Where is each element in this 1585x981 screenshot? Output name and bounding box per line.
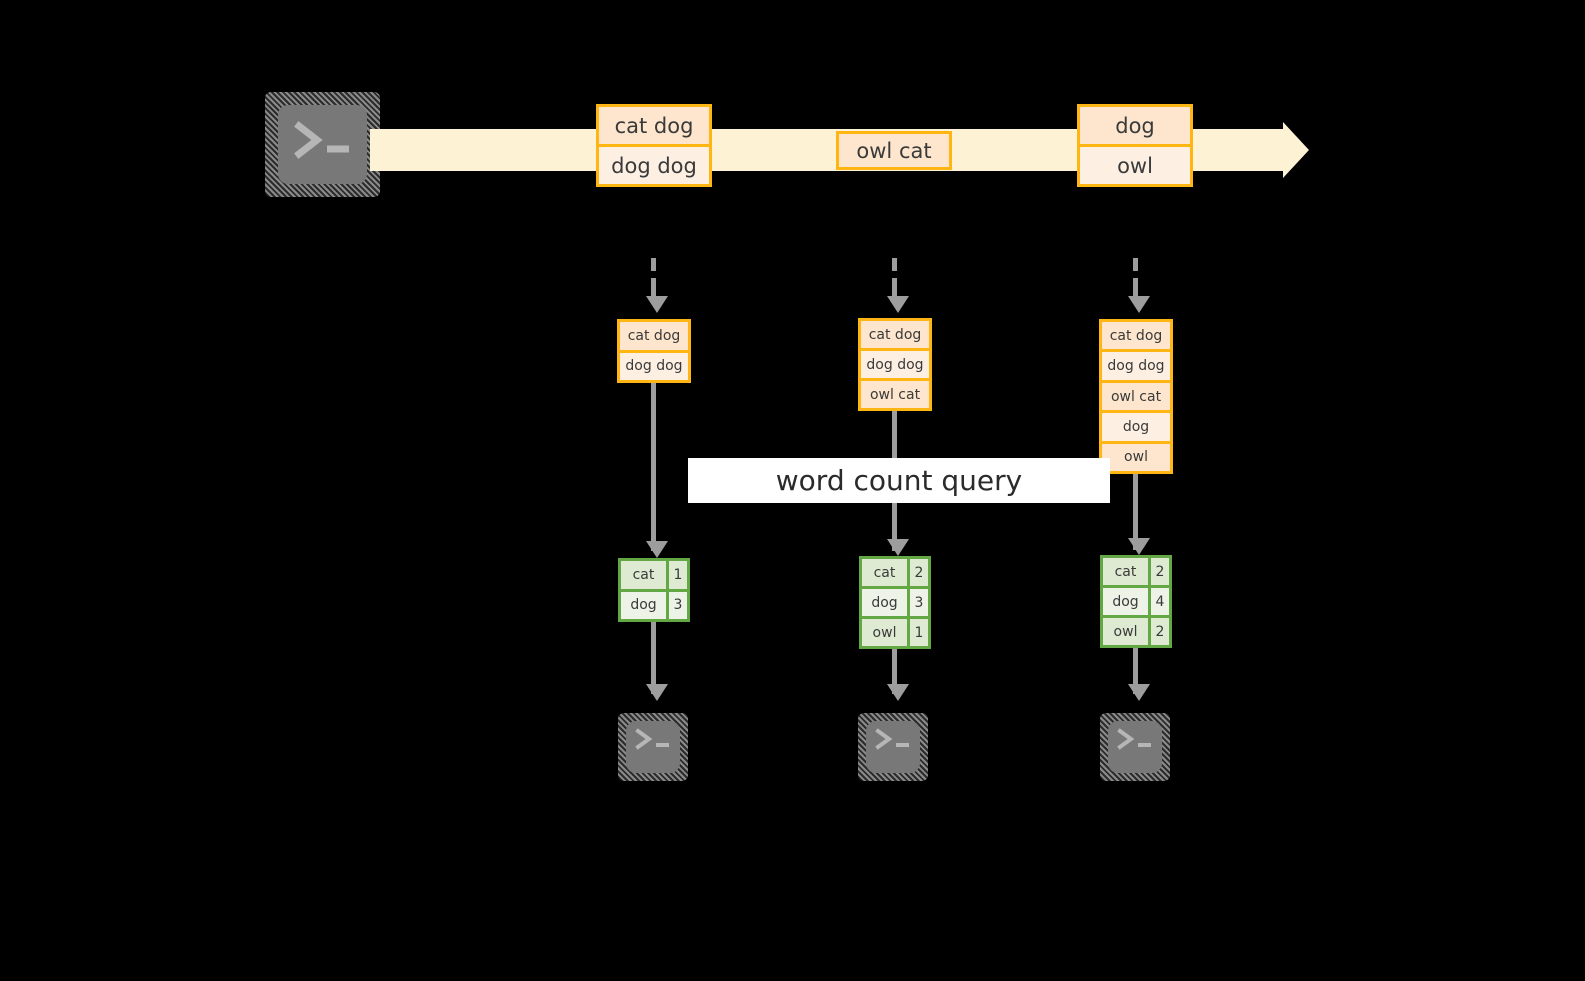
- snapshot-2-accumulated-table[interactable]: cat dog dog dog owl cat: [858, 318, 932, 411]
- terminal-screen: [866, 721, 920, 773]
- snapshot-3-query-arrowhead: [1128, 538, 1150, 555]
- stream-record-line: dog: [1115, 113, 1155, 138]
- result-word: cat: [862, 559, 910, 586]
- result-count: 2: [1155, 623, 1165, 640]
- result-count: 4: [1151, 588, 1169, 615]
- terminal-screen: [626, 721, 680, 773]
- snapshot-1-sink-terminal-icon[interactable]: [618, 713, 688, 781]
- stream-record-line: cat dog: [614, 113, 694, 138]
- snapshot-1-query-connector: [651, 383, 656, 551]
- result-word: owl: [862, 619, 910, 646]
- accumulated-row: dog dog: [861, 348, 929, 378]
- stream-record-line: owl: [1080, 144, 1190, 184]
- result-word: dog: [621, 591, 669, 619]
- result-row: cat 2: [862, 559, 928, 586]
- snapshot-3-sink-terminal-icon[interactable]: [1100, 713, 1170, 781]
- stream-record-line: owl cat: [856, 138, 932, 163]
- terminal-screen: [1108, 721, 1162, 773]
- result-row: owl 2: [1103, 615, 1169, 645]
- result-count: 1: [914, 624, 924, 641]
- result-word: owl: [1103, 618, 1151, 645]
- accumulated-row: cat dog: [868, 326, 922, 343]
- stream-record-1[interactable]: cat dog dog dog: [596, 104, 712, 187]
- result-word: cat: [621, 561, 669, 589]
- stream-tap-arrowhead-3: [1128, 296, 1150, 313]
- snapshot-1-sink-arrowhead: [646, 684, 668, 701]
- accumulated-row: owl cat: [861, 378, 929, 408]
- result-count: 2: [914, 564, 924, 581]
- result-row: cat 2: [1103, 558, 1169, 585]
- stream-tap-connector-2: [892, 258, 897, 298]
- accumulated-row: dog: [1102, 410, 1170, 441]
- stream-record-2[interactable]: owl cat: [836, 131, 952, 170]
- result-row: owl 1: [862, 616, 928, 646]
- query-label-band: word count query: [688, 458, 1110, 503]
- result-row: cat 1: [621, 561, 687, 589]
- input-stream-arrowhead: [1283, 122, 1309, 178]
- snapshot-3-accumulated-table[interactable]: cat dog dog dog owl cat dog owl: [1099, 319, 1173, 474]
- result-row: dog 3: [862, 586, 928, 616]
- terminal-screen: [278, 105, 367, 184]
- accumulated-row: cat dog: [1109, 327, 1163, 344]
- stream-tap-connector-3: [1133, 258, 1138, 298]
- query-label: word count query: [775, 464, 1023, 497]
- stream-tap-arrowhead-2: [887, 296, 909, 313]
- stream-tap-connector-1: [651, 258, 656, 298]
- result-count: 3: [910, 589, 928, 616]
- accumulated-row: dog dog: [1102, 349, 1170, 380]
- result-row: dog 4: [1103, 585, 1169, 615]
- snapshot-1-query-arrowhead: [646, 541, 668, 558]
- result-count: 3: [669, 591, 687, 619]
- accumulated-row: cat dog: [627, 327, 681, 344]
- snapshot-3-sink-arrowhead: [1128, 684, 1150, 701]
- stream-tap-arrowhead-1: [646, 296, 668, 313]
- snapshot-3-sink-connector: [1133, 648, 1138, 694]
- accumulated-row: dog dog: [620, 349, 688, 380]
- snapshot-2-query-arrowhead: [887, 539, 909, 556]
- source-terminal-icon[interactable]: [265, 92, 380, 197]
- stream-record-3[interactable]: dog owl: [1077, 104, 1193, 187]
- snapshot-1-accumulated-table[interactable]: cat dog dog dog: [617, 319, 691, 383]
- snapshot-2-result-table[interactable]: cat 2 dog 3 owl 1: [859, 556, 931, 649]
- result-count: 2: [1155, 563, 1165, 580]
- snapshot-2-sink-connector: [892, 649, 897, 694]
- snapshot-3-result-table[interactable]: cat 2 dog 4 owl 2: [1100, 555, 1172, 648]
- snapshot-1-result-table[interactable]: cat 1 dog 3: [618, 558, 690, 622]
- accumulated-row: owl: [1102, 440, 1170, 471]
- result-word: dog: [1103, 588, 1151, 615]
- snapshot-2-sink-arrowhead: [887, 684, 909, 701]
- stream-record-line: dog dog: [599, 144, 709, 184]
- result-word: dog: [862, 589, 910, 616]
- snapshot-3-query-connector: [1133, 474, 1138, 550]
- snapshot-2-sink-terminal-icon[interactable]: [858, 713, 928, 781]
- result-count: 1: [673, 566, 683, 583]
- result-row: dog 3: [621, 588, 687, 619]
- snapshot-1-sink-connector: [651, 622, 656, 694]
- accumulated-row: owl cat: [1102, 379, 1170, 410]
- result-word: cat: [1103, 558, 1151, 585]
